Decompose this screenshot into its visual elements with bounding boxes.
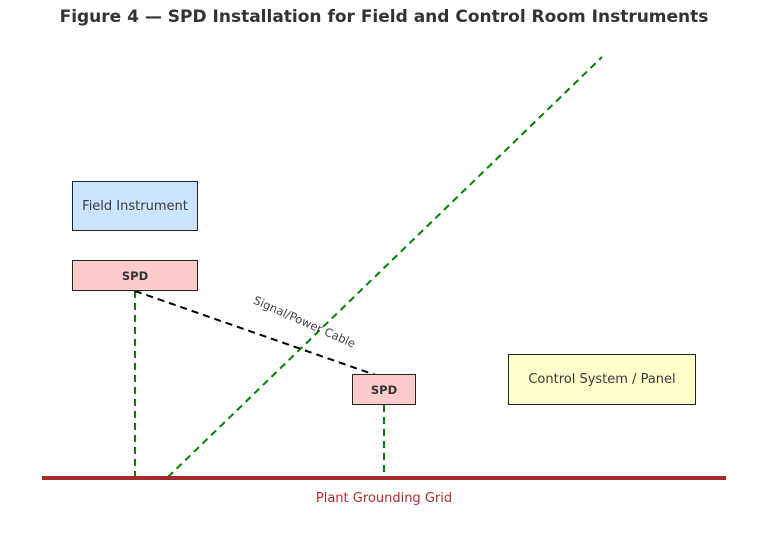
control-panel-box: Control System / Panel: [508, 354, 696, 405]
spd-control-label: SPD: [370, 382, 398, 397]
spd-field-label: SPD: [121, 268, 149, 283]
signal-power-cable: [134, 290, 385, 379]
control-panel-label: Control System / Panel: [528, 372, 676, 387]
spd-field-box: SPD: [72, 260, 198, 291]
ground-diagonal-conductor: [167, 56, 603, 478]
field-instrument-box: Field Instrument: [72, 181, 198, 231]
grounding-grid-label: Plant Grounding Grid: [315, 491, 453, 506]
field-instrument-label: Field Instrument: [82, 198, 188, 214]
spd-control-box: SPD: [352, 374, 416, 405]
figure-title: Figure 4 — SPD Installation for Field an…: [59, 7, 709, 27]
